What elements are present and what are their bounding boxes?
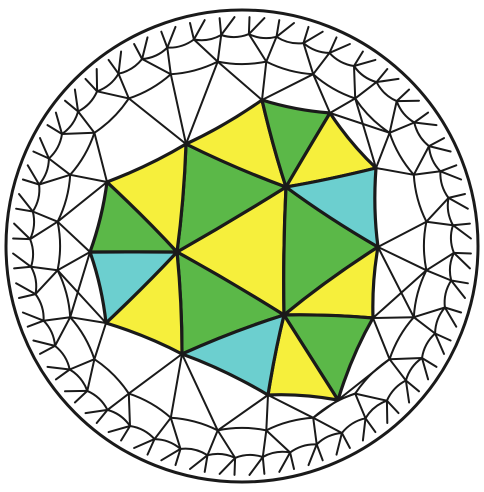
web-spike bbox=[235, 458, 236, 475]
web-edge bbox=[129, 394, 130, 426]
web-edge bbox=[373, 317, 414, 318]
web-edge bbox=[62, 133, 94, 134]
web-spike bbox=[454, 253, 471, 254]
web-spike bbox=[13, 239, 30, 240]
web-edge bbox=[354, 66, 355, 98]
web-spike bbox=[249, 17, 250, 34]
web-edge bbox=[390, 358, 422, 359]
